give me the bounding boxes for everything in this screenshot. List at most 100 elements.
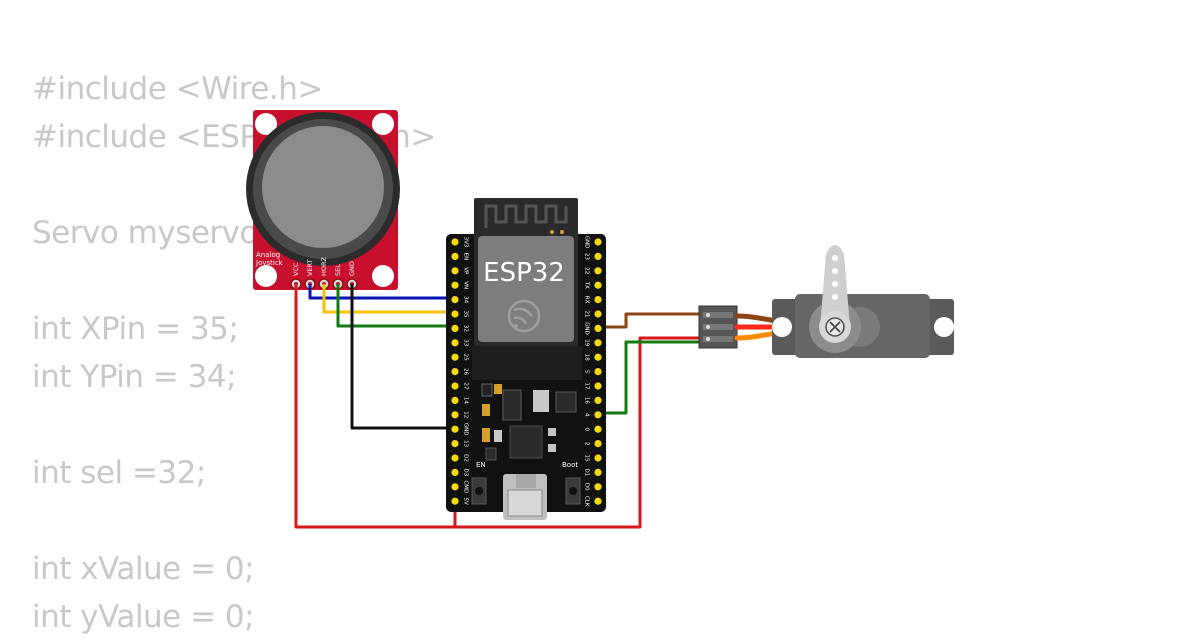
joystick-pin-label: GND — [348, 261, 356, 276]
esp32-pin-label: VN — [463, 281, 469, 289]
esp32-pin-label: 34 — [463, 296, 469, 303]
esp32-pin-label: TX — [584, 281, 590, 289]
boot-label: Boot — [562, 461, 578, 469]
esp32-pin[interactable] — [451, 238, 459, 246]
joystick-pin-label: VERT — [306, 259, 314, 276]
esp32-pin[interactable] — [451, 281, 459, 289]
esp32-pin-label: 35 — [463, 311, 469, 318]
esp32-pin[interactable] — [594, 425, 602, 433]
esp32-pin[interactable] — [594, 454, 602, 462]
wire-yellow-horz-to-35[interactable] — [322, 284, 455, 314]
wire-brown-servo-gnd[interactable] — [598, 312, 705, 329]
esp32-pin[interactable] — [594, 324, 602, 332]
wire-blue-vert-to-34[interactable] — [308, 284, 455, 300]
esp32-pin[interactable] — [451, 353, 459, 361]
esp32-pin-label: 3V3 — [463, 237, 469, 248]
connector-pin — [706, 313, 710, 317]
esp32-pin-label: 13 — [463, 440, 469, 447]
boot-button[interactable] — [565, 477, 581, 505]
esp32-pin[interactable] — [451, 310, 459, 318]
voltage-regulator — [502, 389, 522, 421]
esp32-pin[interactable] — [594, 368, 602, 376]
wire-green-sel-to-32[interactable] — [336, 284, 455, 328]
mount-hole — [372, 113, 394, 135]
esp32-pin[interactable] — [594, 468, 602, 476]
servo-connector[interactable] — [698, 305, 738, 349]
esp32-pin[interactable] — [594, 483, 602, 491]
esp32-pin-label: 17 — [584, 383, 590, 390]
smd-component — [555, 391, 577, 413]
esp32-pin[interactable] — [451, 252, 459, 260]
esp32-pin[interactable] — [451, 468, 459, 476]
esp32-pin-label: 19 — [584, 339, 590, 346]
esp32-pin[interactable] — [451, 440, 459, 448]
esp32-pin-label: GND — [584, 322, 590, 335]
esp32-pin[interactable] — [451, 368, 459, 376]
esp32-pin-label: 15 — [584, 455, 590, 462]
esp32-pin-label: CLK — [584, 496, 590, 507]
esp32-pin[interactable] — [594, 252, 602, 260]
joystick-cap-icon[interactable] — [262, 126, 384, 248]
esp32-pin[interactable] — [451, 296, 459, 304]
esp32-pin[interactable] — [451, 324, 459, 332]
mount-hole — [255, 265, 277, 287]
esp32-pin[interactable] — [594, 353, 602, 361]
esp32-pin-label: 26 — [463, 368, 469, 375]
en-label: EN — [476, 461, 486, 469]
esp32-pin[interactable] — [594, 440, 602, 448]
esp32-pin[interactable] — [594, 296, 602, 304]
wire-green-servo-signal[interactable] — [598, 340, 705, 415]
esp32-pin[interactable] — [594, 267, 602, 275]
esp32-left-pins — [451, 238, 459, 505]
code-line: int yValue = 0; — [32, 599, 255, 635]
header-strip — [472, 346, 582, 380]
esp32-pin-label: 21 — [584, 311, 590, 318]
esp32-pin[interactable] — [594, 310, 602, 318]
esp32-pin[interactable] — [451, 425, 459, 433]
smd-component — [533, 390, 549, 412]
wire-black-gnd[interactable] — [350, 284, 455, 430]
smd-component — [548, 444, 556, 452]
servo-screw-icon — [825, 317, 845, 337]
esp32-pin-label: 5 — [584, 370, 590, 374]
esp32-pin-label: 25 — [463, 354, 469, 361]
esp32-pin-label: 16 — [584, 397, 590, 404]
wire-red-vcc[interactable] — [294, 284, 705, 529]
connector-slot — [703, 312, 733, 318]
esp32-pin-label: RX — [584, 296, 590, 304]
joystick-pin-label: HORZ — [320, 256, 328, 276]
esp32-pin[interactable] — [594, 238, 602, 246]
esp32-pin-label: D1 — [584, 469, 590, 477]
servo-motor[interactable] — [772, 245, 954, 358]
esp32-pin[interactable] — [451, 339, 459, 347]
esp32-pin[interactable] — [594, 382, 602, 390]
esp32-pin[interactable] — [451, 382, 459, 390]
mount-hole — [372, 265, 394, 287]
esp32-pin[interactable] — [451, 454, 459, 462]
esp32-pin[interactable] — [594, 396, 602, 404]
esp32-pin-label: CMD — [463, 480, 469, 493]
micro-usb-port[interactable] — [503, 474, 547, 520]
wires — [294, 284, 705, 529]
esp32-pin[interactable] — [451, 483, 459, 491]
esp32-pin[interactable] — [594, 339, 602, 347]
code-line: #include <Wire.h> — [32, 71, 323, 107]
smd-component — [482, 404, 490, 416]
esp32-pin[interactable] — [451, 497, 459, 505]
esp32-pin[interactable] — [451, 396, 459, 404]
esp32-pin-label: VP — [463, 267, 469, 275]
esp32-pin[interactable] — [594, 281, 602, 289]
en-button[interactable] — [471, 477, 487, 505]
esp32-board[interactable]: ESP32 EN Boot — [446, 198, 606, 520]
esp32-pin[interactable] — [594, 497, 602, 505]
esp32-pin-label: 23 — [584, 253, 590, 260]
esp32-pin[interactable] — [451, 267, 459, 275]
esp32-pin[interactable] — [451, 411, 459, 419]
esp32-pin-label: D3 — [463, 469, 469, 477]
esp32-pin[interactable] — [594, 411, 602, 419]
smd-component — [481, 383, 493, 397]
code-line: Servo myservo; — [32, 215, 268, 251]
